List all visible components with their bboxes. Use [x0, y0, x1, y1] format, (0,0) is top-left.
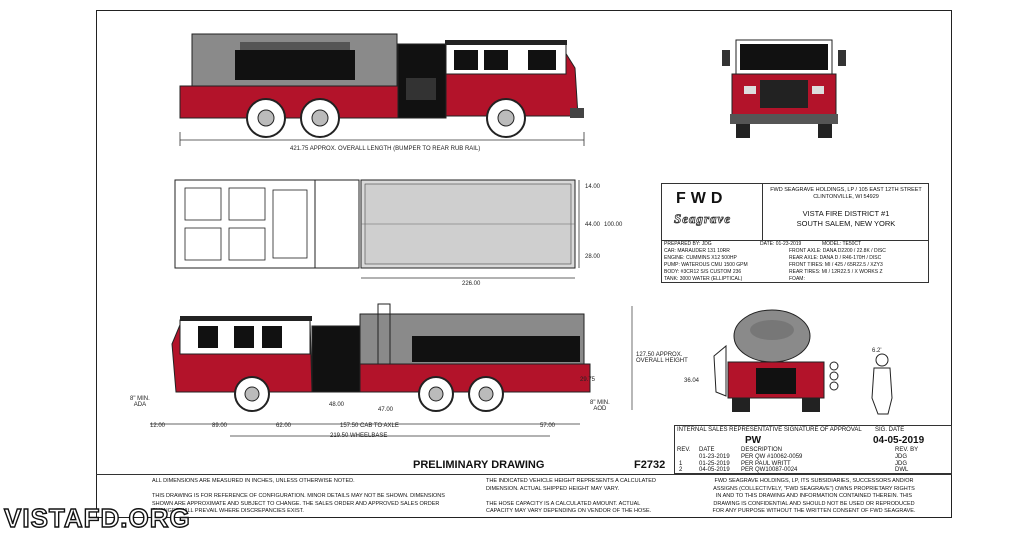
rev-row-1-rev: 1 [679, 461, 683, 467]
sig-date-label: SIG. DATE [875, 427, 905, 433]
dim-approach-ada: 8" MIN. ADA [130, 396, 150, 408]
dim-14: 14.00 [585, 184, 601, 190]
drawing-number: F2732 [634, 459, 666, 471]
dim-47: 47.00 [378, 407, 394, 413]
dim-36-04: 36.04 [684, 378, 700, 384]
spec-rear-axle: REAR AXLE: DANA D / R46-170H / DISC [789, 255, 882, 261]
note-dimensions: ALL DIMENSIONS ARE MEASURED IN INCHES, U… [152, 478, 445, 514]
rev-row-2-rev: 2 [679, 467, 683, 473]
dim-226: 226.00 [462, 281, 481, 287]
rev-header-by: REV. BY [895, 447, 919, 453]
prepared-date: DATE: 01-23-2019 [760, 241, 802, 247]
dim-28: 28.00 [585, 254, 601, 260]
rev-row-0-desc: PER QW #10062-0059 [741, 454, 803, 460]
note-proprietary: FWD SEAGRAVE HOLDINGS, LP, ITS SUBSIDIAR… [712, 478, 916, 514]
dim-departure-aod: 8" MIN. AOD [590, 400, 610, 412]
rev-row-1-desc: PER PAUL WRITT [741, 461, 791, 467]
figure-height-label: 6.2' [872, 348, 882, 354]
overall-length-dim: 421.75 APPROX. OVERALL LENGTH (BUMPER TO… [290, 146, 481, 152]
signature-date: 04-05-2019 [873, 435, 925, 446]
rev-header-description: DESCRIPTION [741, 447, 783, 453]
rev-row-1-date: 01-25-2019 [699, 461, 730, 467]
truck-rear-view [713, 309, 893, 415]
dim-wheelbase: 219.50 WHEELBASE [330, 433, 388, 439]
rev-row-2-by: DWL [895, 467, 909, 473]
drawing-sheet [96, 10, 952, 518]
model: MODEL: TE50CT [822, 241, 862, 247]
signature: PW [745, 435, 762, 446]
prepared-by: PREPARED BY: JDG [664, 241, 712, 247]
rev-header-rev: REV. [677, 447, 691, 453]
spec-body: BODY: #3CR12 S/S CUSTOM 236 [664, 269, 742, 275]
spec-front-tires: FRONT TIRES: MI / 425 / 65R22.5 / XZY3 [789, 262, 883, 268]
rev-header-date: DATE [699, 447, 715, 453]
dim-48: 48.00 [329, 402, 345, 408]
dim-12: 12.00 [150, 423, 166, 429]
truck-front-view [722, 39, 846, 138]
dim-100: 100.00 [604, 222, 623, 228]
spec-rear-tires: REAR TIRES: MI / 12R22.5 / X WORKS Z [789, 269, 883, 275]
rev-row-1-by: JDG [895, 461, 907, 467]
spec-foam: FOAM: [789, 276, 805, 282]
dim-overall-height: 127.50 APPROX. OVERALL HEIGHT [636, 352, 688, 364]
approval-header: INTERNAL SALES REPRESENTATIVE SIGNATURE … [677, 427, 862, 433]
note-height-hose: THE INDICATED VEHICLE HEIGHT REPRESENTS … [486, 478, 656, 514]
spec-front-axle: FRONT AXLE: DANA D2200 / 22.8K / DISC [789, 248, 886, 254]
dim-62: 62.00 [276, 423, 292, 429]
vistafd-watermark: VISTAFD.ORG [3, 502, 191, 533]
spec-car: CAR: MARAUDER 131 10RR [664, 248, 730, 254]
rev-row-0-by: JDG [895, 454, 907, 460]
truck-side-view-top [179, 33, 585, 146]
truck-side-view-lower [150, 303, 633, 437]
spec-pump: PUMP: WATEROUS CMU 1500 GPM [664, 262, 748, 268]
customer-name: VISTA FIRE DISTRICT #1 SOUTH SALEM, NEW … [796, 209, 896, 228]
dim-29-75: 29.75 [580, 377, 596, 383]
dim-cab-to-axle: 157.50 CAB TO AXLE [340, 423, 399, 429]
company-address: FWD SEAGRAVE HOLDINGS, LP / 105 EAST 12T… [770, 187, 922, 200]
title-block: FWD Seagrave FWD SEAGRAVE HOLDINGS, LP /… [661, 183, 929, 283]
dim-44: 44.00 [585, 222, 601, 228]
spec-table: PREPARED BY: JDG DATE: 01-23-2019 MODEL:… [662, 240, 928, 282]
spec-engine: ENGINE: CUMMINS X12 500HP [664, 255, 737, 261]
approval-revision-table: INTERNAL SALES REPRESENTATIVE SIGNATURE … [674, 425, 952, 474]
dim-57: 57.00 [540, 423, 556, 429]
notes-footer: ALL DIMENSIONS ARE MEASURED IN INCHES, U… [96, 474, 952, 519]
rev-row-0-date: 01-23-2019 [699, 454, 730, 460]
truck-plan-view [174, 179, 580, 279]
fwd-seagrave-logo: FWD Seagrave [662, 184, 763, 240]
spec-tank: TANK: 3000 WATER (ELLIPTICAL) [664, 276, 743, 282]
rev-row-2-date: 04-05-2019 [699, 467, 730, 473]
rev-row-2-desc: PER QW10087-0024 [741, 467, 798, 473]
preliminary-drawing-label: PRELIMINARY DRAWING [413, 459, 545, 471]
dim-89: 89.00 [212, 423, 228, 429]
